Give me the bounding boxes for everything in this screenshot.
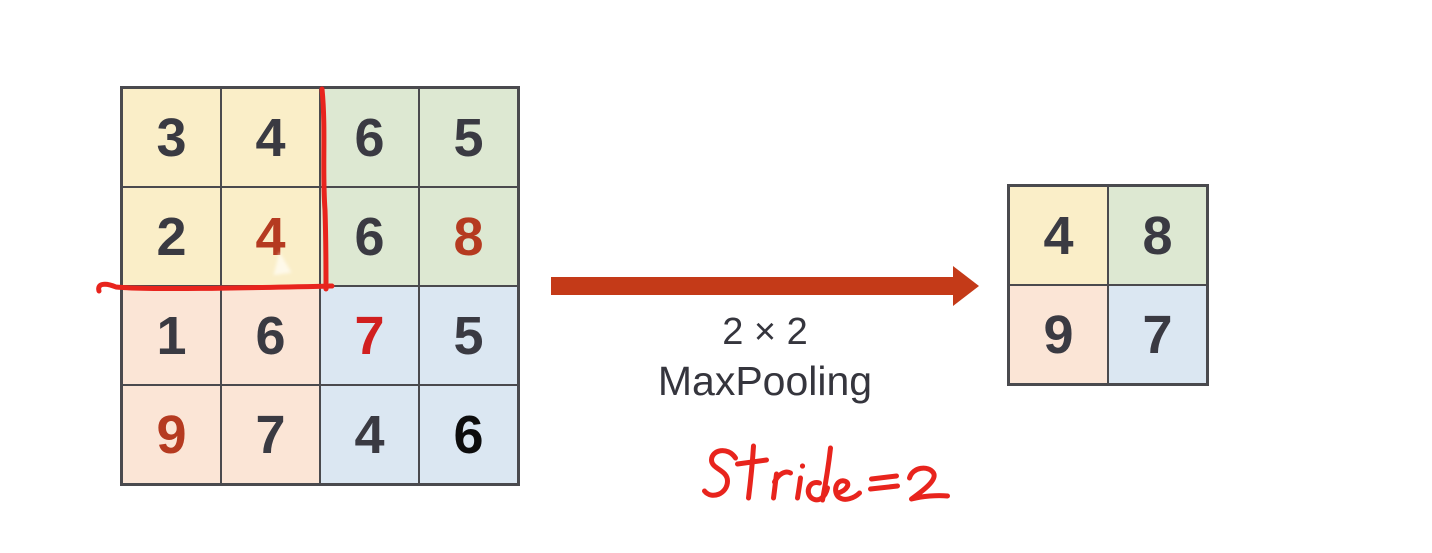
grid-cell: 4 bbox=[1009, 186, 1108, 285]
input-grid: 3 4 6 5 2 4 6 8 1 6 7 5 9 7 4 6 bbox=[120, 86, 520, 486]
grid-cell: 4 bbox=[320, 385, 419, 484]
flow-arrow-shape bbox=[551, 266, 979, 306]
grid-cell: 6 bbox=[221, 286, 320, 385]
grid-cell: 8 bbox=[419, 187, 518, 286]
output-grid: 4 8 9 7 bbox=[1007, 184, 1209, 386]
grid-cell: 9 bbox=[122, 385, 221, 484]
grid-cell: 6 bbox=[320, 88, 419, 187]
grid-cell: 9 bbox=[1009, 285, 1108, 384]
grid-cell: 6 bbox=[419, 385, 518, 484]
grid-cell: 7 bbox=[221, 385, 320, 484]
cursor-artifact bbox=[270, 250, 292, 276]
grid-cell: 6 bbox=[320, 187, 419, 286]
grid-cell: 7 bbox=[320, 286, 419, 385]
grid-cell: 1 bbox=[122, 286, 221, 385]
grid-cell: 5 bbox=[419, 88, 518, 187]
operation-label: 2 × 2 MaxPooling bbox=[590, 311, 940, 405]
grid-cell: 3 bbox=[122, 88, 221, 187]
stride-annotation bbox=[702, 443, 950, 503]
pool-size-label: 2 × 2 bbox=[722, 311, 808, 353]
grid-cell: 7 bbox=[1108, 285, 1207, 384]
operation-name-label: MaxPooling bbox=[657, 357, 873, 404]
grid-cell: 8 bbox=[1108, 186, 1207, 285]
grid-cell: 5 bbox=[419, 286, 518, 385]
grid-cell: 4 bbox=[221, 187, 320, 286]
grid-cell: 2 bbox=[122, 187, 221, 286]
flow-arrow bbox=[551, 258, 983, 314]
grid-cell: 4 bbox=[221, 88, 320, 187]
